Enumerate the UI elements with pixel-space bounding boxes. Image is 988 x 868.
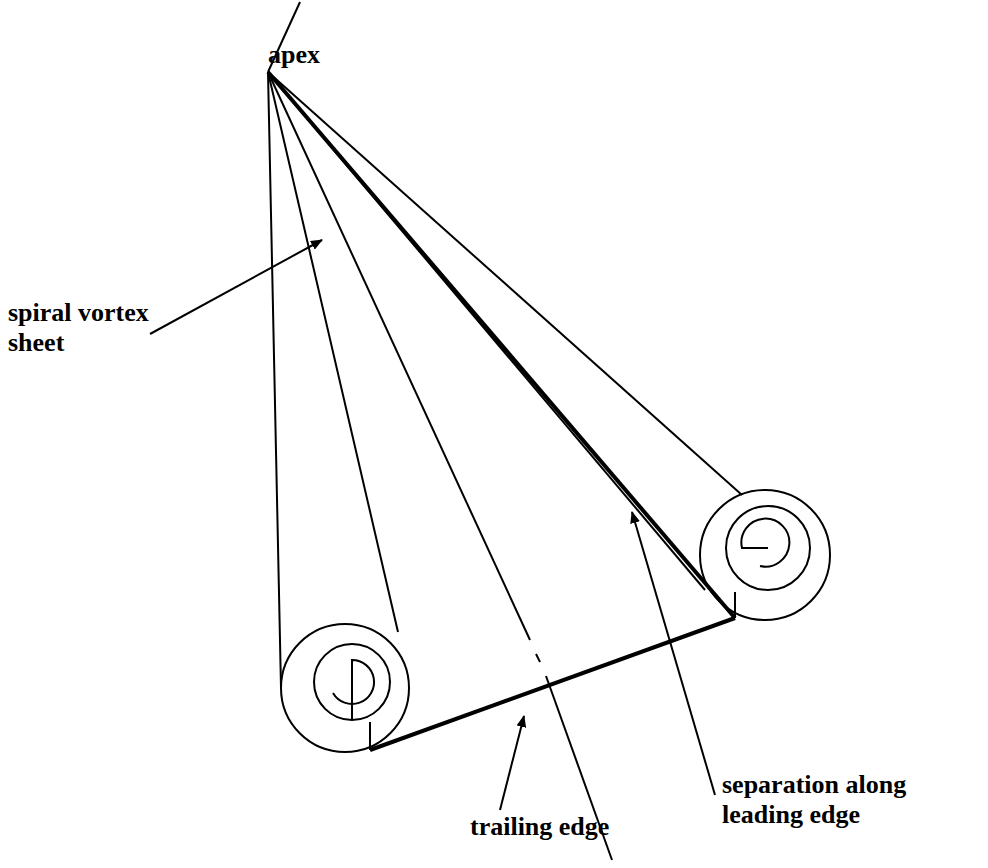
vortex-sheet-label: spiral vortex sheet	[8, 298, 178, 358]
apex-label: apex	[268, 40, 320, 70]
separation-label: separation along leading edge	[722, 770, 962, 830]
trailing-edge-label: trailing edge	[470, 812, 609, 842]
